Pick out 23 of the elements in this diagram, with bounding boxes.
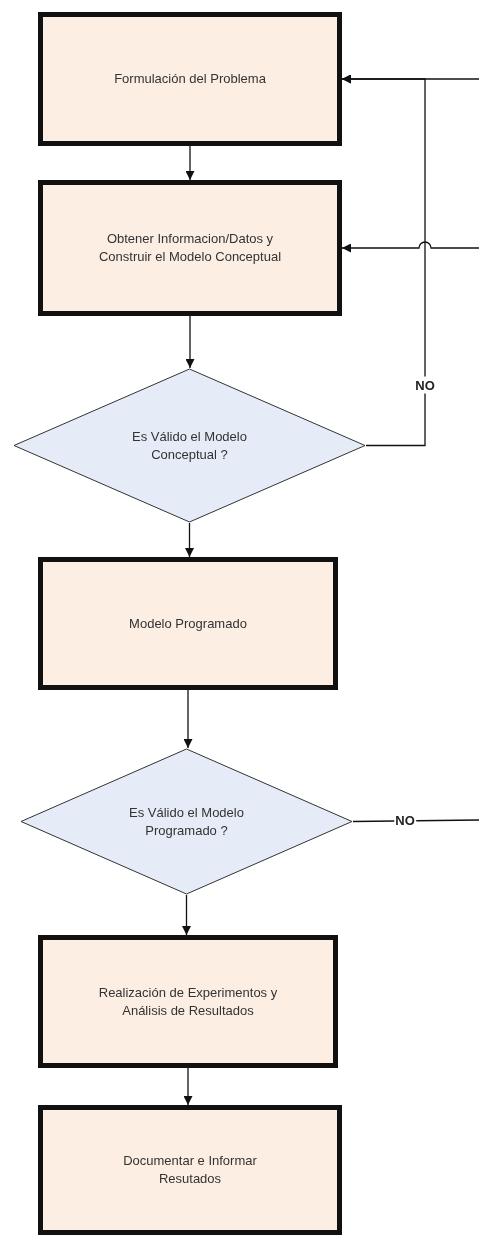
arrow	[185, 522, 194, 558]
process-box	[38, 557, 338, 690]
decision-diamond	[13, 368, 366, 523]
process-box	[38, 180, 342, 316]
process-label: Realización de Experimentos y Análisis de Resultados	[97, 983, 279, 1020]
arrow	[341, 241, 479, 253]
process-box	[38, 12, 342, 146]
arrow	[182, 894, 191, 936]
process-label: Modelo Programado	[129, 614, 247, 633]
arrow	[341, 74, 479, 84]
decision-diamond	[20, 748, 353, 895]
process-box	[38, 935, 338, 1068]
decision-label: Es Válido el Modelo Programado ?	[128, 803, 245, 840]
process-label: Obtener Informacion/Datos y Construir el Modelo Conceptual	[97, 230, 283, 266]
arrow	[185, 145, 195, 181]
arrow	[185, 315, 195, 369]
edge-label: NO	[414, 376, 436, 394]
decision-label: Es Válido el Modelo Conceptual ?	[131, 427, 248, 464]
arrow	[183, 689, 193, 749]
process-label: Documentar e Informar Resutados	[122, 1152, 258, 1188]
arrow	[183, 1067, 193, 1106]
process-label: Formulación del Problema	[114, 70, 266, 88]
process-box	[38, 1105, 342, 1235]
